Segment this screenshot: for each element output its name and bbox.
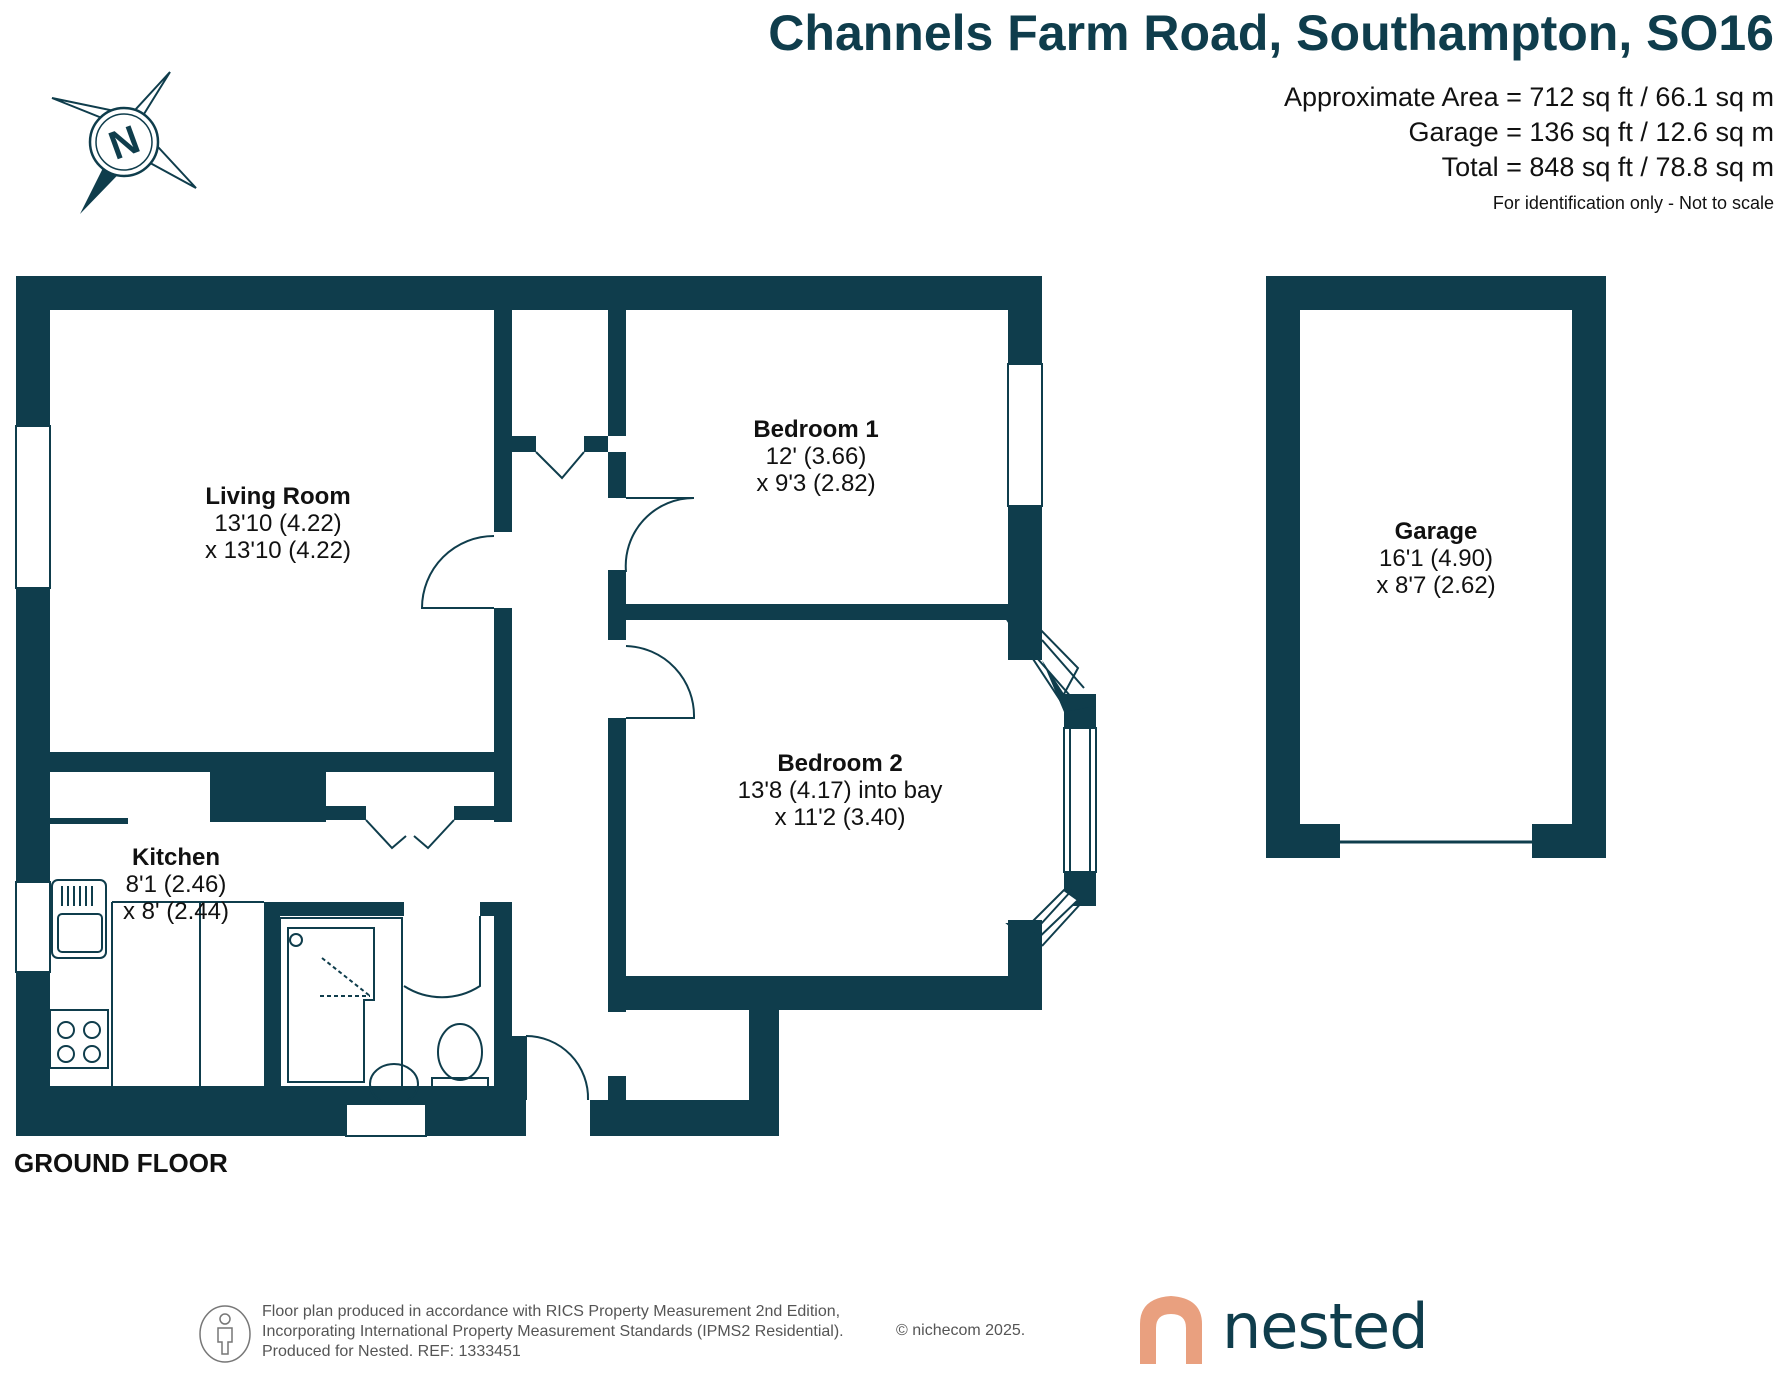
- footer-disclaimer: Floor plan produced in accordance with R…: [262, 1302, 844, 1362]
- living-room-label: Living Room 13'10 (4.22) x 13'10 (4.22): [205, 483, 351, 564]
- total-area: Total = 848 sq ft / 78.8 sq m: [1441, 152, 1774, 182]
- sink-icon: [51, 879, 107, 959]
- living-room-dim2: x 13'10 (4.22): [204, 537, 352, 564]
- bathroom-door: [403, 916, 481, 999]
- bedroom1-name: Bedroom 1: [753, 416, 879, 443]
- bedroom2-label: Bedroom 2 13'8 (4.17) into bay x 11'2 (3…: [738, 750, 943, 831]
- living-door: [420, 535, 495, 609]
- garage-name: Garage: [1394, 518, 1478, 545]
- area-summary: Approximate Area = 712 sq ft / 66.1 sq m…: [1284, 80, 1774, 185]
- bay-window-front: [1063, 727, 1097, 873]
- main-walls: [16, 276, 1606, 1136]
- kitchen-fixtures: [49, 879, 264, 1086]
- bedroom2-dim1: 13'8 (4.17) into bay: [737, 777, 943, 804]
- front-door: [525, 1035, 590, 1101]
- cupboard-door: [535, 451, 585, 480]
- kitchen-name: Kitchen: [131, 844, 220, 871]
- garage-area: Garage = 136 sq ft / 12.6 sq m: [1408, 117, 1774, 147]
- person-icon: [199, 1305, 251, 1363]
- house-logo-icon: [1140, 1296, 1202, 1364]
- approximate-area: Approximate Area = 712 sq ft / 66.1 sq m: [1283, 82, 1774, 112]
- brand-name: nested: [1222, 1290, 1429, 1363]
- living-room-dim1: 13'10 (4.22): [214, 510, 342, 537]
- copyright: © nichecom 2025.: [896, 1322, 1026, 1339]
- north-compass-icon: N: [51, 71, 197, 214]
- property-title: Channels Farm Road, Southampton, SO16: [768, 5, 1774, 61]
- toilet-icon: [437, 1023, 483, 1081]
- bedroom2-name: Bedroom 2: [777, 750, 903, 777]
- garage-dim2: x 8'7 (2.62): [1376, 572, 1496, 599]
- kitchen-label: Kitchen 8'1 (2.46) x 8' (2.44): [123, 844, 229, 925]
- bedroom1-label: Bedroom 1 12' (3.66) x 9'3 (2.82): [753, 416, 878, 497]
- living-window: [15, 425, 51, 589]
- kitchen-dim1: 8'1 (2.46): [125, 871, 227, 898]
- bathroom-window: [345, 1103, 427, 1137]
- footer-line-2: Incorporating International Property Mea…: [262, 1323, 844, 1340]
- kitchen-window: [15, 881, 51, 973]
- hob-icon: [49, 1009, 109, 1069]
- bedroom1-dim1: 12' (3.66): [765, 443, 867, 470]
- bedroom2-door: [625, 645, 696, 719]
- bath-icon: [287, 927, 375, 1083]
- bedroom1-door: [624, 496, 695, 573]
- kitchen-dim2: x 8' (2.44): [123, 898, 229, 925]
- bedroom1-window: [1007, 363, 1043, 507]
- living-room-name: Living Room: [205, 483, 351, 510]
- floor-label: GROUND FLOOR: [14, 1148, 228, 1178]
- footer-line-1: Floor plan produced in accordance with R…: [262, 1303, 841, 1320]
- bathroom-fixtures: [279, 917, 489, 1105]
- garage-label: Garage 16'1 (4.90) x 8'7 (2.62): [1376, 518, 1495, 599]
- footer-line-3: Produced for Nested. REF: 1333451: [262, 1343, 521, 1360]
- kitchen-door-left: [365, 819, 407, 850]
- bedroom1-dim2: x 9'3 (2.82): [756, 470, 876, 497]
- scale-note: For identification only - Not to scale: [1492, 193, 1774, 213]
- bedroom2-dim2: x 11'2 (3.40): [774, 804, 906, 831]
- garage-dim1: 16'1 (4.90): [1379, 545, 1493, 572]
- doors: [365, 451, 1532, 1101]
- basin-icon: [369, 1063, 419, 1105]
